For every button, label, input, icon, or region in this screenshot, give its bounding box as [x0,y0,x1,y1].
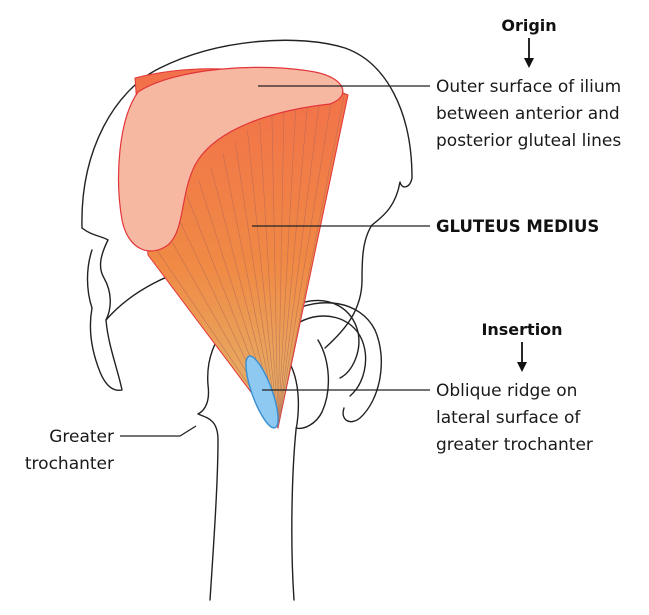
femur-medial-outline [288,360,298,600]
insertion-arrow [517,342,527,372]
insertion-description-line-3: greater trochanter [436,435,593,455]
insertion-description-line-1: Oblique ridge on [436,381,577,401]
insertion-arrow-head [517,362,527,372]
origin-arrow-head [524,58,534,68]
trochanter-label-line-2: trochanter [25,454,114,474]
acetabulum-inner [300,316,366,396]
origin-description-line-2: between anterior and [436,104,620,124]
trochanter-label-line-1: Greater [49,427,114,447]
origin-arrow [524,38,534,68]
origin-description-line-3: posterior gluteal lines [436,131,621,151]
insertion-heading: Insertion [481,320,562,339]
origin-description-line-1: Outer surface of ilium [436,77,621,97]
ischium-outline [296,340,328,428]
gluteus-medius-muscle [119,67,348,428]
origin-heading: Origin [501,16,556,35]
muscle-name-label: GLUTEUS MEDIUS [436,217,599,236]
femur-lateral-outline [198,328,230,600]
trochanter-leader-line [120,426,196,436]
femur-head-outline [305,300,359,378]
insertion-description-line-2: lateral surface of [436,408,581,428]
